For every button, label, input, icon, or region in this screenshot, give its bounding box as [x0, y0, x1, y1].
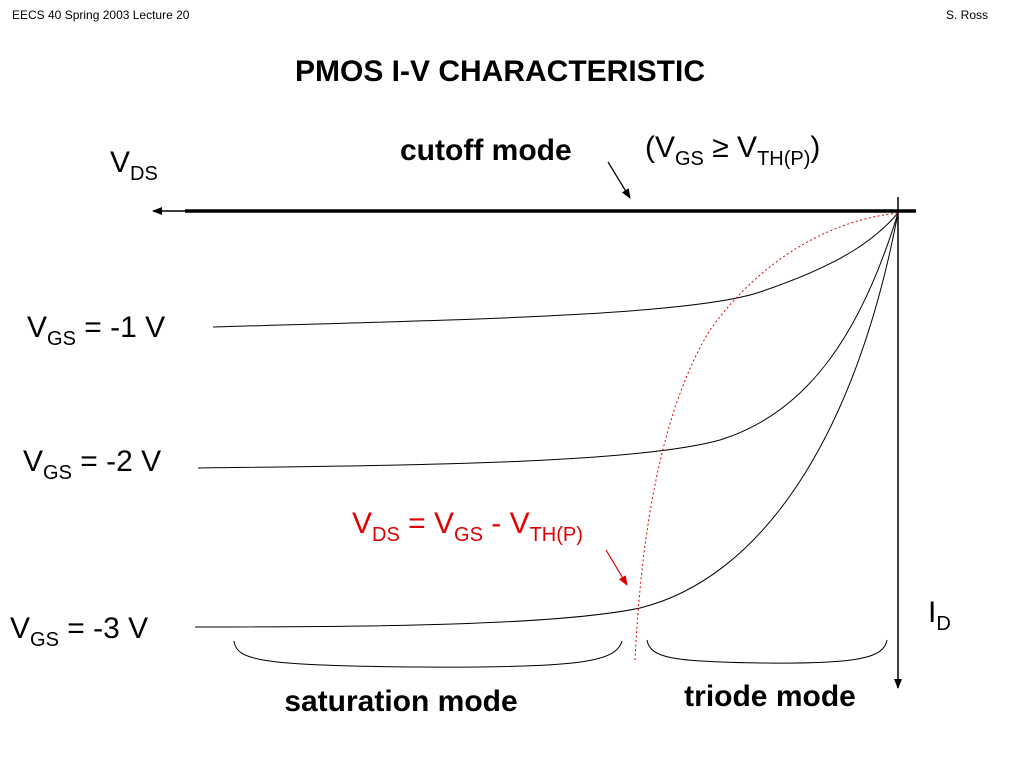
curve-vgs-2	[197, 212, 899, 469]
saturation-brace	[233, 640, 623, 668]
label-vgs-1: VGS = -1 V	[27, 311, 165, 350]
label-vgs-2: VGS = -2 V	[23, 445, 161, 484]
id-main: I	[928, 596, 936, 629]
header-right: S. Ross	[946, 8, 988, 22]
label-vgs-3: VGS = -3 V	[10, 612, 148, 651]
boundary-pointer	[605, 549, 628, 586]
triode-mode-label: triode mode	[684, 680, 856, 713]
vds-main: V	[110, 146, 130, 179]
id-axis-label: ID	[928, 596, 951, 635]
cutoff-pointer	[607, 161, 631, 199]
curve-vgs-1	[212, 212, 899, 328]
cutoff-condition: (VGS ≥ VTH(P))	[645, 131, 820, 170]
header-left: EECS 40 Spring 2003 Lecture 20	[12, 8, 190, 22]
curve-vgs-3	[194, 212, 899, 628]
boundary-label: VDS = VGS - VTH(P)	[352, 507, 583, 546]
vds-sub: DS	[130, 163, 158, 185]
id-sub: D	[936, 613, 950, 635]
saturation-mode-label: saturation mode	[284, 685, 517, 718]
saturation-boundary-curve	[634, 212, 899, 661]
vds-axis-label: VDS	[110, 146, 158, 185]
cutoff-mode-label: cutoff mode	[400, 134, 572, 167]
page-title: PMOS I-V CHARACTERISTIC	[295, 55, 705, 88]
triode-brace	[646, 639, 888, 664]
